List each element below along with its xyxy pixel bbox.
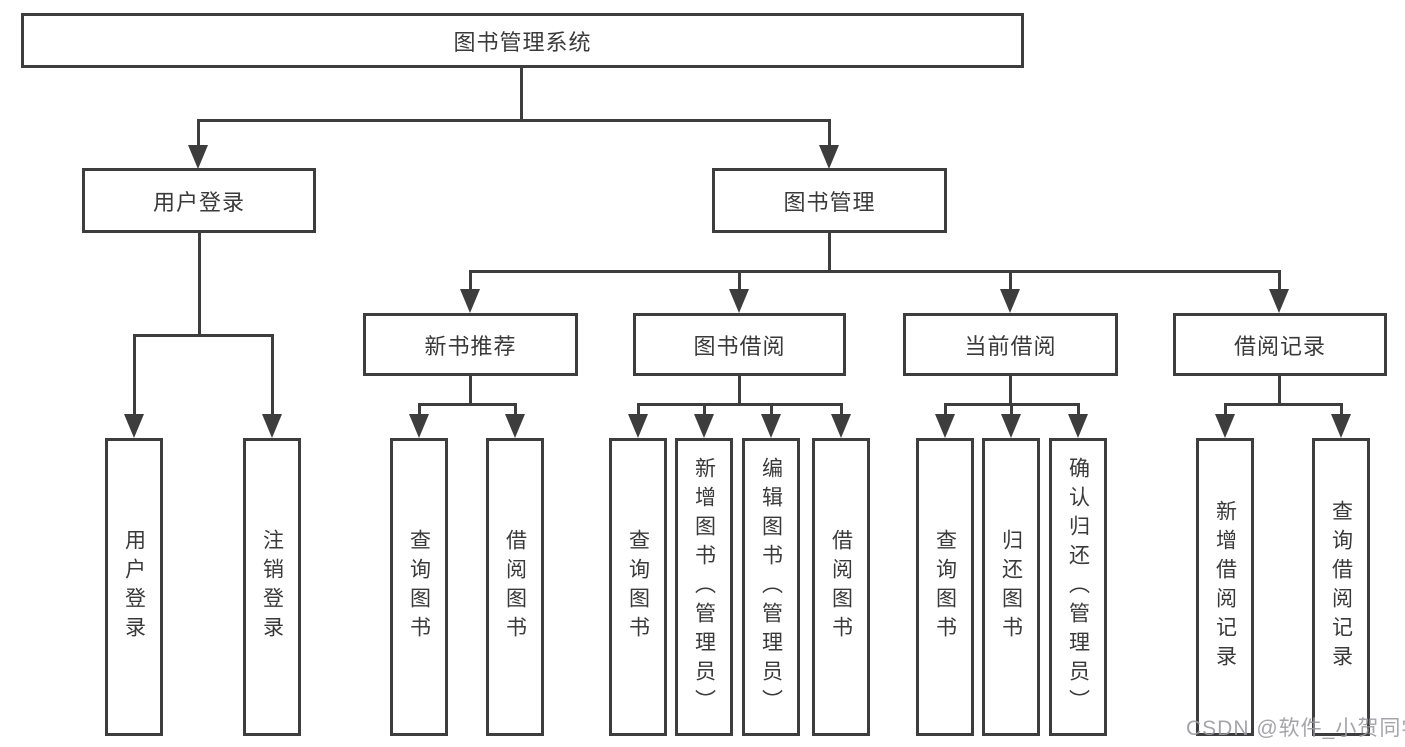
connector-to-book-borrowing <box>738 270 741 292</box>
connector-borrowing-stem <box>738 376 741 405</box>
node-library-system: 图书管理系统 <box>21 13 1024 68</box>
leaf-logout-label: 注销登录 <box>260 529 284 645</box>
connector-root-crossbar <box>197 119 830 122</box>
leaf-confirm-return-admin-label: 确认归还（管理员） <box>1066 456 1090 718</box>
connector-to-borrow-books <box>840 403 843 417</box>
leaf-return-books-label: 归还图书 <box>999 529 1023 645</box>
leaf-borrow-books: 借阅图书 <box>812 438 870 736</box>
connector-to-return-books <box>1010 403 1013 417</box>
arrowhead-down-icon <box>1068 414 1088 438</box>
leaf-recommend-borrow-books: 借阅图书 <box>486 438 544 736</box>
connector-borrowing-crossbar <box>637 403 842 406</box>
leaf-user-login: 用户登录 <box>105 438 163 736</box>
connector-user-login-crossbar <box>133 334 273 337</box>
leaf-query-borrow-record: 查询借阅记录 <box>1312 438 1370 736</box>
connector-book-management-crossbar <box>469 270 1280 273</box>
connector-book-management-stem <box>828 233 831 273</box>
watermark-text: CSDN @软件_小贺同学 <box>1186 717 1405 740</box>
leaf-query-borrow-record-label: 查询借阅记录 <box>1329 500 1353 674</box>
connector-records-crossbar <box>1224 403 1343 406</box>
connector-to-leaf-logout <box>271 334 274 416</box>
connector-root-to-user-login <box>197 119 200 147</box>
connector-current-stem <box>1009 376 1012 405</box>
arrowhead-down-icon <box>124 414 144 438</box>
node-borrowing-records-label: 借阅记录 <box>1233 333 1326 359</box>
leaf-edit-books-admin: 编辑图书（管理员） <box>742 438 800 736</box>
node-user-login: 用户登录 <box>82 168 316 233</box>
connector-to-recommend-query <box>418 403 421 417</box>
node-book-management: 图书管理 <box>712 168 947 233</box>
connector-to-borrowing-query <box>637 403 640 417</box>
connector-root-to-book-management <box>828 119 831 147</box>
connector-to-current-borrowing <box>1009 270 1012 292</box>
node-current-borrowing: 当前借阅 <box>903 313 1118 376</box>
arrowhead-down-icon <box>628 414 648 438</box>
connector-records-stem <box>1278 376 1281 405</box>
leaf-recommend-query-books-label: 查询图书 <box>407 529 431 645</box>
arrowhead-down-icon <box>505 414 525 438</box>
connector-to-new-book-recommend <box>469 270 472 292</box>
arrowhead-down-icon <box>262 414 282 438</box>
arrowhead-down-icon <box>761 414 781 438</box>
connector-to-edit-books <box>770 403 773 417</box>
leaf-borrow-books-label: 借阅图书 <box>829 529 853 645</box>
leaf-add-borrow-record: 新增借阅记录 <box>1196 438 1254 736</box>
connector-to-leaf-user-login <box>133 334 136 416</box>
node-book-borrowing-label: 图书借阅 <box>693 333 786 359</box>
arrowhead-down-icon <box>1215 414 1235 438</box>
leaf-add-books-admin-label: 新增图书（管理员） <box>692 456 716 718</box>
connector-to-query-record <box>1340 403 1343 417</box>
leaf-borrowing-query-books-label: 查询图书 <box>626 529 650 645</box>
leaf-add-books-admin: 新增图书（管理员） <box>675 438 733 736</box>
leaf-return-books: 归还图书 <box>982 438 1040 736</box>
arrowhead-down-icon <box>1001 414 1021 438</box>
connector-to-current-query <box>944 403 947 417</box>
leaf-logout: 注销登录 <box>243 438 301 736</box>
node-book-borrowing: 图书借阅 <box>633 313 846 376</box>
leaf-current-query-books: 查询图书 <box>916 438 974 736</box>
node-user-login-label: 用户登录 <box>152 189 245 215</box>
arrowhead-down-icon <box>1331 414 1351 438</box>
node-book-management-label: 图书管理 <box>783 189 876 215</box>
leaf-recommend-query-books: 查询图书 <box>390 438 448 736</box>
connector-to-add-books <box>703 403 706 417</box>
leaf-current-query-books-label: 查询图书 <box>933 529 957 645</box>
node-new-book-recommend-label: 新书推荐 <box>424 333 517 359</box>
leaf-add-borrow-record-label: 新增借阅记录 <box>1213 500 1237 674</box>
arrowhead-down-icon <box>694 414 714 438</box>
connector-to-borrowing-records <box>1278 270 1281 292</box>
arrowhead-down-icon <box>1269 289 1289 313</box>
connector-to-add-record <box>1224 403 1227 417</box>
arrowhead-down-icon <box>1000 289 1020 313</box>
arrowhead-down-icon <box>935 414 955 438</box>
leaf-user-login-label: 用户登录 <box>122 529 146 645</box>
arrowhead-down-icon <box>819 145 839 169</box>
connector-to-confirm-return <box>1077 403 1080 417</box>
connector-root-stem <box>520 68 523 120</box>
arrowhead-down-icon <box>188 145 208 169</box>
leaf-recommend-borrow-books-label: 借阅图书 <box>503 529 527 645</box>
node-library-system-label: 图书管理系统 <box>453 29 592 55</box>
arrowhead-down-icon <box>460 289 480 313</box>
arrowhead-down-icon <box>729 289 749 313</box>
node-current-borrowing-label: 当前借阅 <box>964 333 1057 359</box>
connector-user-login-stem <box>198 233 201 336</box>
node-new-book-recommend: 新书推荐 <box>363 313 578 376</box>
arrowhead-down-icon <box>409 414 429 438</box>
leaf-edit-books-admin-label: 编辑图书（管理员） <box>759 456 783 718</box>
leaf-borrowing-query-books: 查询图书 <box>609 438 667 736</box>
arrowhead-down-icon <box>831 414 851 438</box>
connector-to-recommend-borrow <box>514 403 517 417</box>
connector-recommend-crossbar <box>418 403 517 406</box>
connector-recommend-stem <box>469 376 472 405</box>
node-borrowing-records: 借阅记录 <box>1173 313 1387 376</box>
leaf-confirm-return-admin: 确认归还（管理员） <box>1049 438 1107 736</box>
